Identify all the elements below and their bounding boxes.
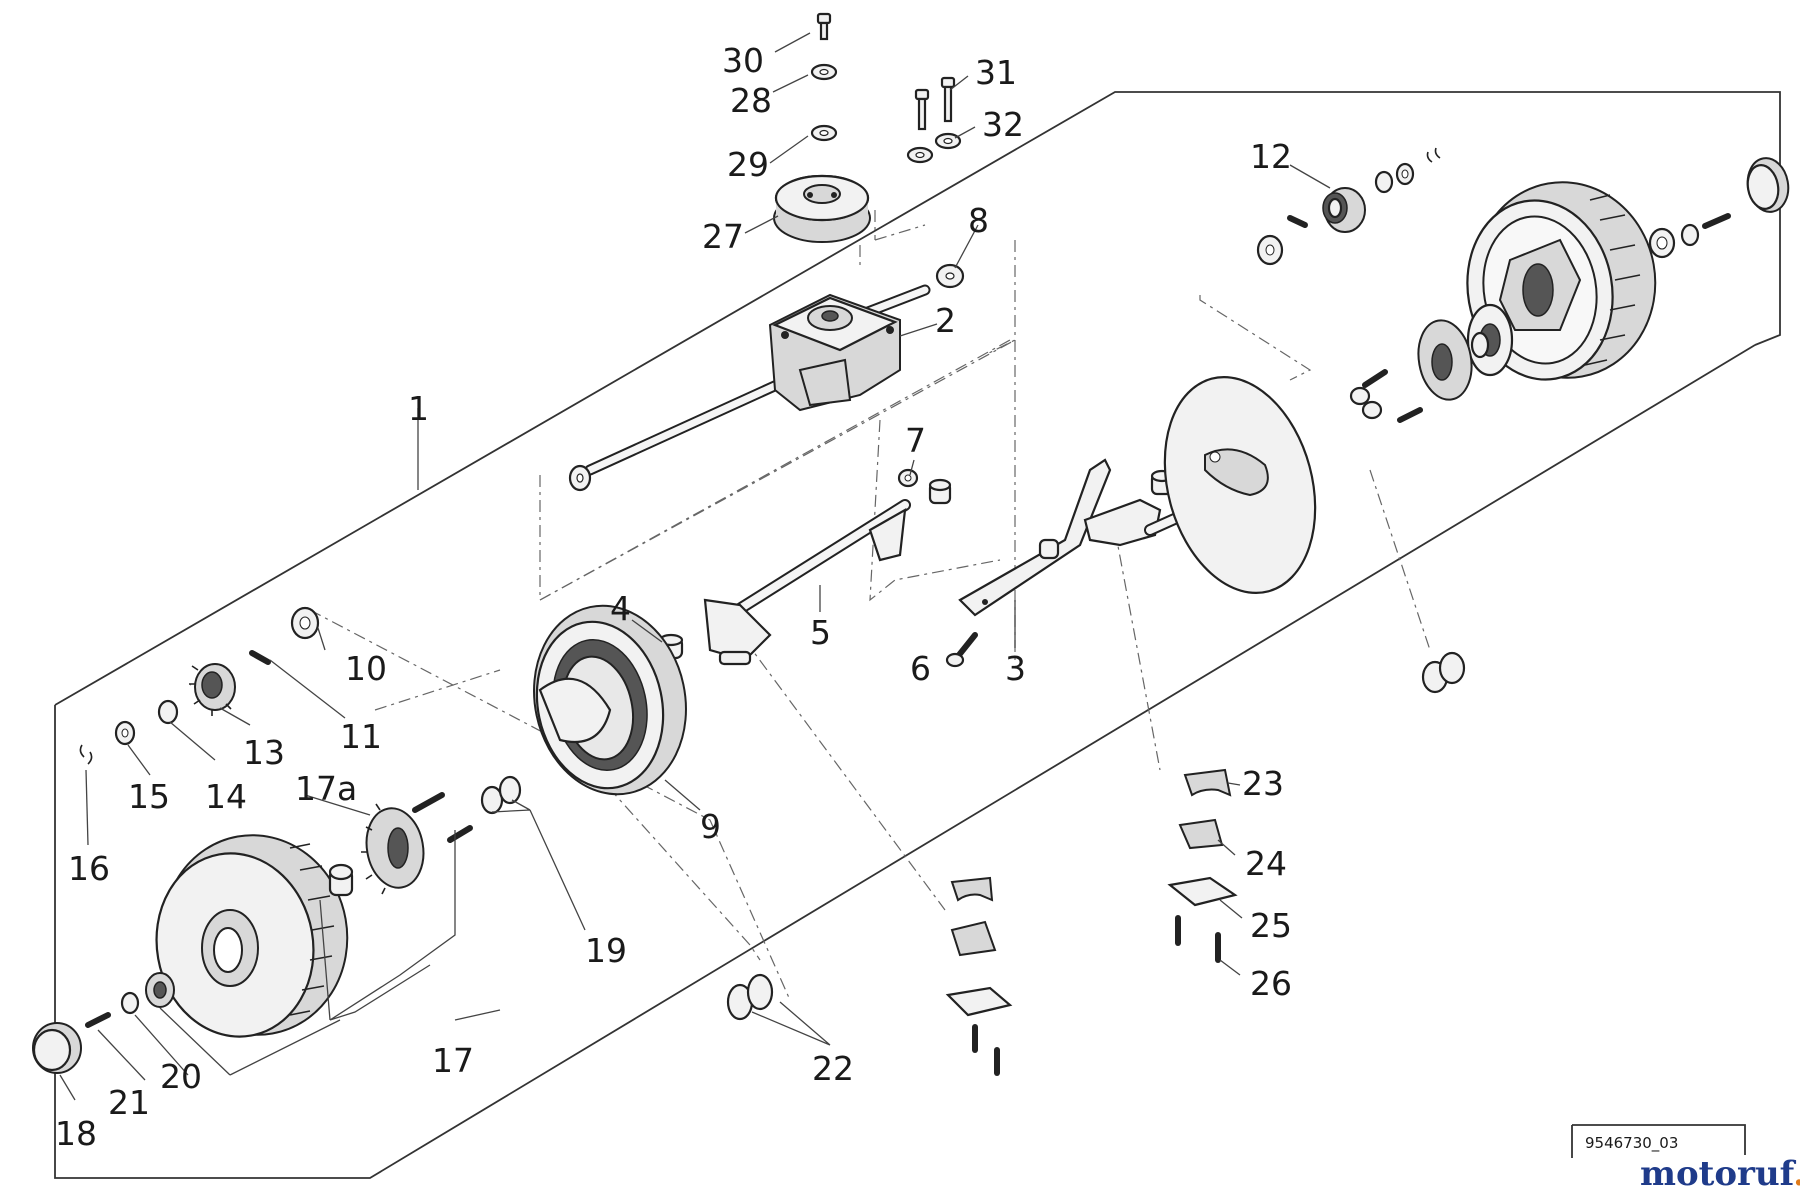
label-13: 13 [243, 733, 285, 772]
clip-24 [1178, 818, 1224, 850]
pinion-12 [1322, 187, 1366, 233]
label-20: 20 [160, 1057, 202, 1096]
label-22: 22 [812, 1049, 854, 1088]
clip-set-middle [945, 876, 1013, 1076]
logo-dot: . [1793, 1154, 1800, 1194]
hub-cap-18 [32, 1022, 82, 1074]
motoruf-logo: motoruf.de [1640, 1154, 1800, 1194]
label-30: 30 [722, 41, 764, 80]
drawing-ref: 9546730_03 [1585, 1134, 1678, 1153]
washers-22-right-b [1438, 651, 1466, 685]
label-28: 28 [730, 81, 772, 120]
label-15: 15 [128, 777, 170, 816]
label-26: 26 [1250, 964, 1292, 1003]
label-14: 14 [205, 777, 247, 816]
part-labels: 30 28 29 27 31 32 8 2 1 7 4 5 6 3 12 10 … [55, 41, 1292, 1153]
gear-17a [361, 792, 473, 895]
clip-23 [1183, 768, 1232, 797]
bushing-upper [928, 478, 952, 505]
svg-text:motoruf.de: motoruf.de [1640, 1154, 1800, 1194]
bolts-31 [914, 76, 956, 131]
leader-lines [59, 32, 1331, 1101]
pinion-13 [189, 663, 236, 716]
label-29: 29 [727, 145, 769, 184]
wheel-17 [155, 834, 349, 1038]
label-2: 2 [935, 301, 956, 340]
label-4: 4 [610, 589, 631, 628]
drawing-reference-box: 9546730_03 [1571, 1124, 1746, 1158]
screw-6 [945, 632, 978, 668]
label-17-main: 17 [432, 1041, 474, 1080]
wheel-right-hub-parts [1466, 157, 1790, 377]
assembly-frame [54, 91, 1781, 1179]
plate-25 [1167, 876, 1238, 907]
label-16: 16 [68, 849, 110, 888]
pulley-27 [773, 174, 871, 243]
label-23: 23 [1242, 764, 1284, 803]
hub-parts-left [85, 863, 354, 1028]
label-9: 9 [700, 807, 721, 846]
label-8: 8 [968, 201, 989, 240]
label-17a: 17a [295, 769, 357, 808]
drive-ring-9 [533, 604, 687, 796]
label-27: 27 [702, 217, 744, 256]
washer-19a [480, 785, 504, 815]
label-7: 7 [905, 421, 926, 460]
label-3: 3 [1005, 649, 1026, 688]
washer-22b [746, 973, 774, 1011]
gearbox-2 [584, 284, 931, 476]
label-10: 10 [345, 649, 387, 688]
label-24: 24 [1245, 844, 1287, 883]
label-11: 11 [340, 717, 382, 756]
label-19: 19 [585, 931, 627, 970]
lever-shaft-5 [703, 499, 911, 666]
wheel-right [1466, 181, 1657, 381]
label-5: 5 [810, 613, 831, 652]
pin-11 [249, 650, 271, 665]
drive-cover-disc [1163, 376, 1317, 594]
label-21: 21 [108, 1083, 150, 1122]
label-1: 1 [408, 389, 429, 428]
logo-main-text: motoruf [1640, 1154, 1797, 1194]
label-31: 31 [975, 53, 1017, 92]
label-18: 18 [55, 1114, 97, 1153]
screws-26 [1175, 915, 1221, 963]
gear-right [1349, 319, 1473, 423]
bolt-30 [816, 12, 832, 41]
label-6: 6 [910, 649, 931, 688]
label-12: 12 [1250, 137, 1292, 176]
washer-14 [157, 699, 179, 725]
height-lever-3 [958, 458, 1196, 617]
label-32: 32 [982, 105, 1024, 144]
clip-16 [79, 744, 93, 765]
washer-19b [498, 775, 522, 805]
label-25: 25 [1250, 906, 1292, 945]
